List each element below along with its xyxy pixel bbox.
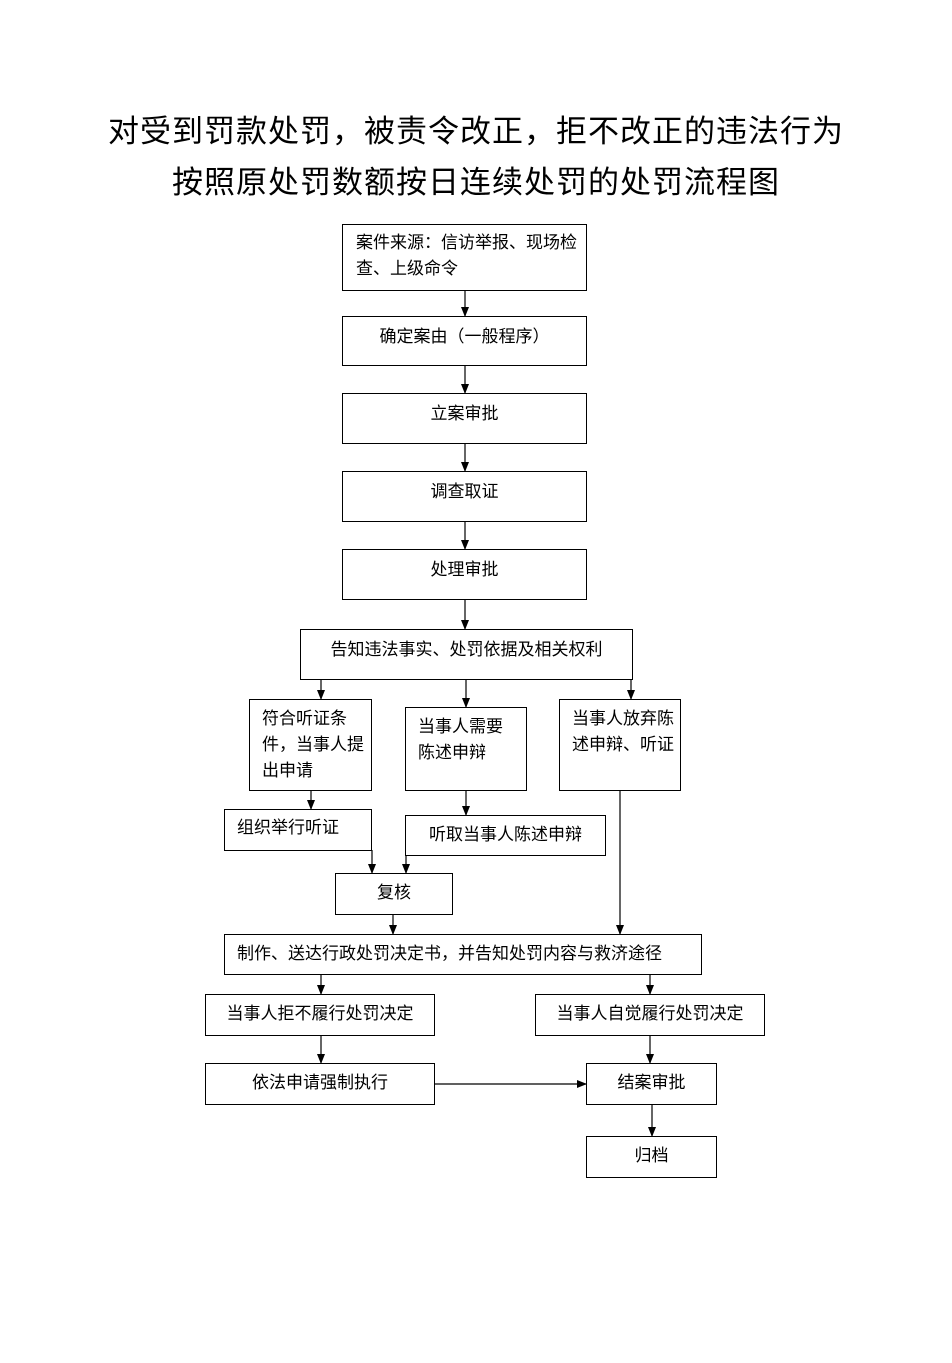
node-comply-decision: 当事人自觉履行处罚决定 — [535, 994, 765, 1036]
node-case-source: 案件来源：信访举报、现场检查、上级命令 — [342, 224, 587, 291]
node-issue-decision: 制作、送达行政处罚决定书，并告知处罚内容与救济途径 — [224, 934, 702, 975]
node-organize-hearing: 组织举行听证 — [224, 809, 372, 851]
node-close-approval: 结案审批 — [586, 1063, 717, 1105]
node-listen-defense: 听取当事人陈述申辩 — [405, 815, 606, 856]
node-archive: 归档 — [586, 1136, 717, 1178]
node-refuse-decision: 当事人拒不履行处罚决定 — [205, 994, 435, 1036]
node-handling-approval: 处理审批 — [342, 549, 587, 600]
node-confirm-cause: 确定案由（一般程序） — [342, 316, 587, 366]
node-waive-defense: 当事人放弃陈述申辩、听证 — [559, 699, 681, 791]
node-need-defense: 当事人需要陈述申辩 — [405, 707, 527, 791]
diagram-title-line2: 按照原处罚数额按日连续处罚的处罚流程图 — [172, 165, 780, 201]
node-review: 复核 — [335, 873, 453, 915]
node-notify-rights: 告知违法事实、处罚依据及相关权利 — [300, 629, 633, 680]
node-enforcement: 依法申请强制执行 — [205, 1063, 435, 1105]
node-hearing-application: 符合听证条件，当事人提出申请 — [249, 699, 372, 791]
node-register-approval: 立案审批 — [342, 393, 587, 444]
node-investigation: 调查取证 — [342, 471, 587, 522]
diagram-title-line1: 对受到罚款处罚，被责令改正，拒不改正的违法行为 — [108, 114, 844, 150]
